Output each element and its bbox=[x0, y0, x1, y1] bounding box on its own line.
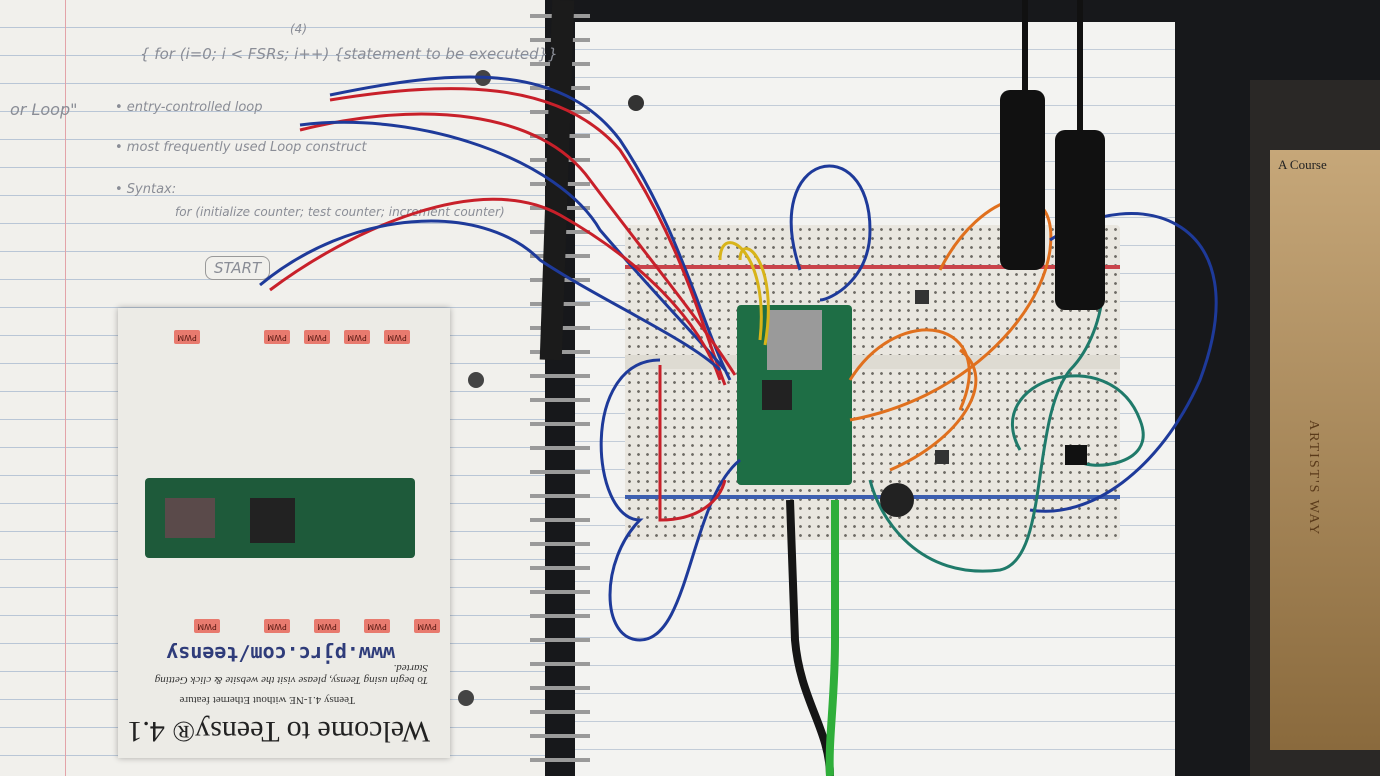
power-rail bbox=[625, 495, 1120, 499]
wire-orange bbox=[848, 328, 971, 411]
handwritten-for-syntax: { for (i=0; i < FSRs; i++) {statement to… bbox=[140, 45, 558, 63]
wire-red bbox=[269, 197, 722, 381]
wire-blue bbox=[299, 120, 727, 371]
handwritten-bullet: • entry-controlled loop bbox=[115, 100, 263, 115]
punch-hole bbox=[458, 690, 474, 706]
power-rail bbox=[625, 265, 1120, 269]
wire-blue bbox=[1029, 212, 1218, 513]
wire-blue bbox=[329, 75, 732, 381]
wire-red bbox=[329, 87, 727, 386]
wire-yellow bbox=[718, 241, 770, 346]
handwritten-heading: or Loop" bbox=[10, 100, 78, 119]
punch-hole bbox=[628, 95, 644, 111]
audio-cable bbox=[825, 500, 839, 776]
handwritten-annotation: (4) bbox=[290, 22, 307, 36]
ic-chip bbox=[1065, 445, 1087, 465]
punch-hole bbox=[468, 372, 484, 388]
handwritten-bullet: • Syntax: bbox=[115, 182, 177, 197]
book-cover bbox=[1270, 150, 1380, 750]
midi-connector bbox=[1055, 130, 1105, 310]
handwritten-bullet: • most frequently used Loop construct bbox=[115, 140, 367, 155]
margin-line bbox=[65, 0, 66, 776]
usb-host-connector bbox=[767, 310, 822, 370]
wire-blue bbox=[599, 358, 741, 642]
wire-red bbox=[658, 365, 727, 522]
handwritten-start: START bbox=[205, 256, 271, 280]
midi-connector bbox=[1000, 90, 1045, 270]
wire-orange bbox=[889, 348, 978, 472]
wire-blue bbox=[259, 219, 722, 372]
wire-red bbox=[299, 112, 737, 376]
buzzer bbox=[880, 483, 914, 517]
handwritten-syntax: for (initialize counter; test counter; i… bbox=[175, 205, 505, 219]
book-spine-text: ARTIST'S WAY bbox=[1306, 420, 1321, 537]
processor-chip bbox=[762, 380, 792, 410]
push-button bbox=[915, 290, 929, 304]
teensy-board bbox=[737, 305, 852, 485]
book-cover-text: A Course bbox=[1278, 157, 1327, 172]
midi-cables bbox=[1022, 0, 1083, 140]
wire-teal bbox=[1011, 374, 1145, 467]
wire-blue bbox=[789, 164, 872, 302]
wire-orange bbox=[849, 197, 1053, 422]
push-button bbox=[935, 450, 949, 464]
usb-cable bbox=[786, 499, 834, 776]
